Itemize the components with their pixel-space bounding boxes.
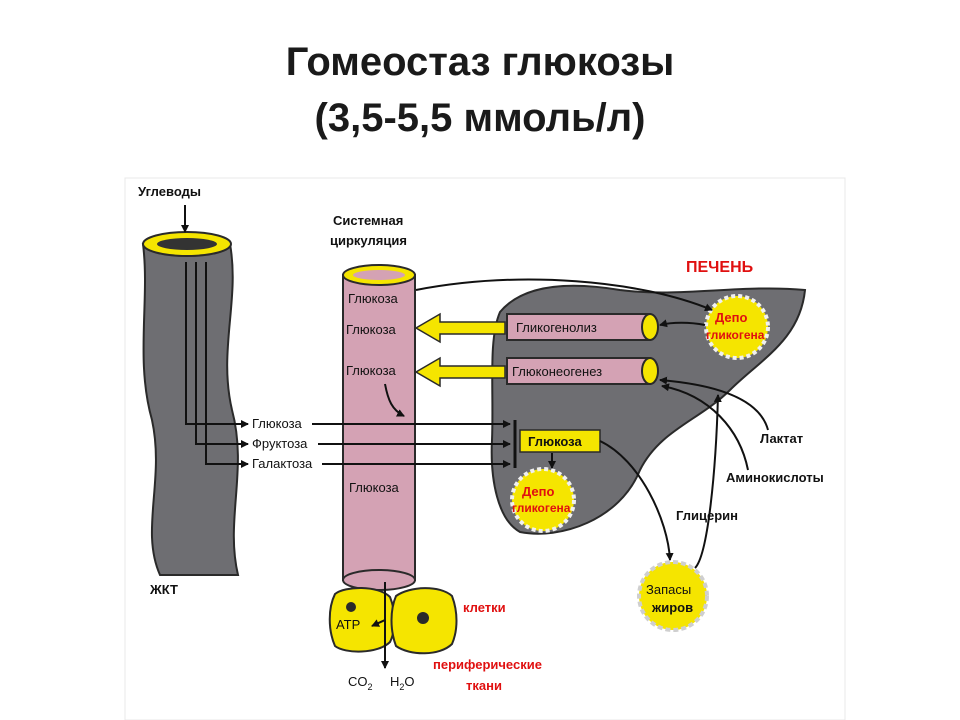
systemic-label-2: циркуляция [330, 233, 407, 248]
h2o-h: H [390, 674, 399, 689]
vessel-to-depot-arrow [415, 278, 713, 312]
gluconeogenesis-arrow [414, 356, 506, 388]
aminoacids-label: Аминокислоты [726, 470, 824, 485]
glycerol-label: Глицерин [676, 508, 738, 523]
fat-stores [637, 560, 709, 632]
page-title: Гомеостаз глюкозы [285, 40, 675, 84]
fat-label-2: жиров [651, 600, 693, 615]
glycerol-arrow [694, 394, 722, 569]
glycogenolysis-arrow [414, 312, 506, 344]
gluconeogenesis-cylinder [506, 357, 651, 385]
vessel-glucose-arrow [384, 383, 405, 417]
h2o-label: H2O [390, 674, 415, 692]
cell-nucleus-right [417, 612, 429, 624]
gluconeogenesis-end [641, 357, 659, 385]
vessel-bottom [342, 569, 416, 591]
fructose-label: Фруктоза [252, 436, 308, 451]
glycogenolysis-end [641, 313, 659, 341]
vessel-glucose-3: Глюкоза [346, 363, 397, 378]
carbs-label: Углеводы [138, 184, 201, 199]
cells-label: клетки [463, 600, 506, 615]
lactate-label: Лактат [760, 431, 803, 446]
depot-liver-label-1: Депо [715, 310, 748, 325]
co2-main: CO [348, 674, 368, 689]
liver-glucose-label: Глюкоза [528, 434, 582, 449]
liver-label: ПЕЧЕНЬ [686, 259, 753, 276]
peripheral-label-1: периферические [433, 657, 542, 672]
gluconeogenesis-label: Глюконеогенез [512, 364, 602, 379]
glycogen-depot-liver [704, 294, 770, 360]
galactose-absorption-line [205, 262, 249, 468]
atp-label: АТР [336, 617, 360, 632]
lactate-arrow [659, 376, 769, 431]
depot-lower-label-2: гликогена [512, 501, 571, 515]
gi-label: ЖКТ [149, 582, 178, 597]
peripheral-cell-left [328, 587, 396, 653]
glycogenolysis-cylinder [506, 313, 651, 341]
h2o-o: O [404, 674, 414, 689]
depot-to-glycogenolysis-arrow [659, 319, 706, 328]
glycogen-depot-lower [510, 467, 576, 533]
systemic-label-1: Системная [333, 213, 403, 228]
co2-subscript: 2 [368, 682, 373, 692]
vessel-glucose-4: Глюкоза [349, 480, 400, 495]
depot-lower-label-1: Депо [522, 484, 555, 499]
vessel-lumen [353, 270, 405, 280]
glycogenolysis-label: Гликогенолиз [516, 320, 597, 335]
galactose-label: Галактоза [252, 456, 313, 471]
systemic-vessel [342, 274, 416, 581]
vessel-glucose-1: Глюкоза [348, 291, 399, 306]
vessel-glucose-2: Глюкоза [346, 322, 397, 337]
peripheral-label-2: ткани [466, 678, 502, 693]
glucose-absorption-line [185, 262, 249, 428]
atp-arrow [371, 619, 386, 627]
glucose-absorbed-label: Глюкоза [252, 416, 303, 431]
h2o-subscript: 2 [399, 682, 404, 692]
glucose-to-fat-arrow [599, 440, 674, 561]
depot-liver-label-2: гликогена [706, 328, 765, 342]
cell-nucleus-left [346, 602, 356, 612]
page-subtitle: (3,5-5,5 ммоль/л) [314, 96, 646, 140]
fat-label-1: Запасы [646, 582, 691, 597]
co2-label: CO2 [348, 674, 373, 692]
gi-lumen [157, 238, 217, 250]
aminoacids-arrow [661, 383, 749, 471]
diagram-frame [124, 177, 846, 720]
gi-tract [141, 243, 240, 576]
fructose-absorption-line [195, 262, 249, 448]
